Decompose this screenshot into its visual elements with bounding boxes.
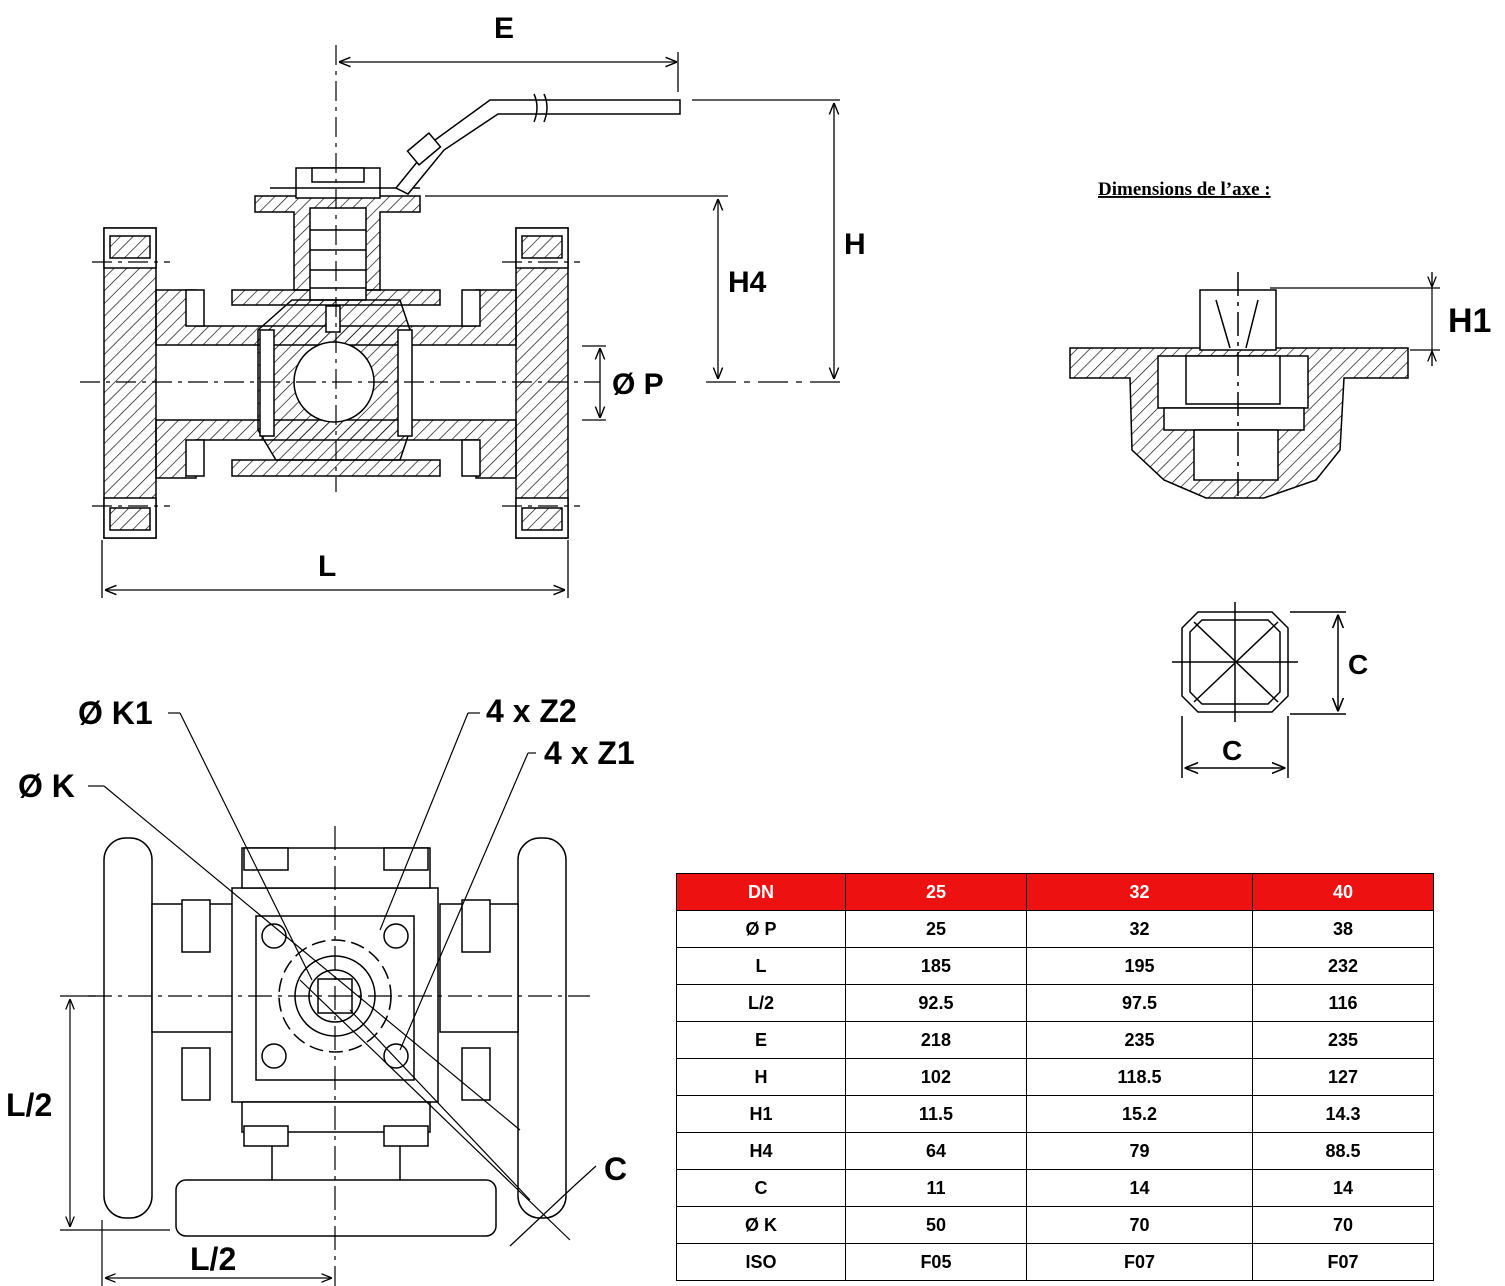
table-cell: 118.5 (1025, 1058, 1254, 1096)
table-cell: 70 (1252, 1206, 1434, 1244)
table-cell: E (676, 1021, 846, 1059)
label-k: Ø K (18, 768, 75, 804)
table-cell: 92.5 (845, 984, 1027, 1022)
label-z1: 4 x Z1 (544, 735, 635, 771)
table-cell: 218 (845, 1021, 1027, 1059)
dim-label-c-bottom: C (1222, 735, 1242, 766)
table-cell: 25 (845, 910, 1027, 948)
table-cell: 195 (1025, 947, 1254, 985)
table-cell: ISO (676, 1243, 846, 1281)
table-cell: 14 (1252, 1169, 1434, 1207)
left-flange (103, 227, 157, 539)
table-cell: H (676, 1058, 846, 1096)
table-cell: Ø K (676, 1206, 846, 1244)
table-cell: Ø P (676, 910, 846, 948)
table-cell: H4 (676, 1132, 846, 1170)
table-cell: F07 (1252, 1243, 1434, 1281)
axis-detail-section (1069, 272, 1409, 500)
table-cell: L (676, 947, 846, 985)
dim-label-h4: H4 (728, 266, 767, 299)
label-z2: 4 x Z2 (486, 693, 577, 729)
table-header-row: DN 25 32 40 (676, 873, 1434, 911)
dim-label-c-side: C (1348, 649, 1368, 680)
square-head-detail (1172, 602, 1346, 778)
label-c-diag: C (604, 1151, 627, 1187)
table-cell: 127 (1252, 1058, 1434, 1096)
dim-label-h1: H1 (1448, 302, 1491, 340)
table-cell: 185 (845, 947, 1027, 985)
label-k1: Ø K1 (78, 695, 153, 731)
table-header-cell: 32 (1025, 873, 1254, 911)
dim-label-p: Ø P (612, 368, 664, 401)
table-header-cell: 25 (845, 873, 1027, 911)
table-cell: 97.5 (1025, 984, 1254, 1022)
dim-label-e: E (494, 12, 514, 45)
table-cell: 38 (1252, 910, 1434, 948)
table-cell: H1 (676, 1095, 846, 1133)
table-cell: C (676, 1169, 846, 1207)
table-cell: 15.2 (1025, 1095, 1254, 1133)
table-cell: 102 (845, 1058, 1027, 1096)
dim-label-h: H (844, 228, 866, 261)
table-cell: 232 (1252, 947, 1434, 985)
dim-label-l: L (318, 550, 336, 583)
table-cell: 32 (1025, 910, 1254, 948)
table-cell: 14 (1025, 1169, 1254, 1207)
axis-title: Dimensions de l’axe : (1098, 179, 1271, 200)
table-cell: F05 (845, 1243, 1027, 1281)
table-header-cell: DN (676, 873, 846, 911)
table-cell: 70 (1025, 1206, 1254, 1244)
label-l2-left: L/2 (6, 1087, 52, 1123)
right-flange (515, 227, 569, 539)
table-cell: 235 (1252, 1021, 1434, 1059)
table-cell: 235 (1025, 1021, 1254, 1059)
table-cell: 64 (845, 1132, 1027, 1170)
label-l2-bottom: L/2 (190, 1241, 236, 1277)
valve-side-section (103, 93, 681, 539)
table-header-cell: 40 (1252, 873, 1434, 911)
table-cell: L/2 (676, 984, 846, 1022)
table-cell: 50 (845, 1206, 1027, 1244)
table-cell: 11.5 (845, 1095, 1027, 1133)
table-cell: 11 (845, 1169, 1027, 1207)
table-cell: F07 (1025, 1243, 1254, 1281)
table-cell: 88.5 (1252, 1132, 1434, 1170)
table-cell: 79 (1025, 1132, 1254, 1170)
table-cell: 116 (1252, 984, 1434, 1022)
table-cell: 14.3 (1252, 1095, 1434, 1133)
